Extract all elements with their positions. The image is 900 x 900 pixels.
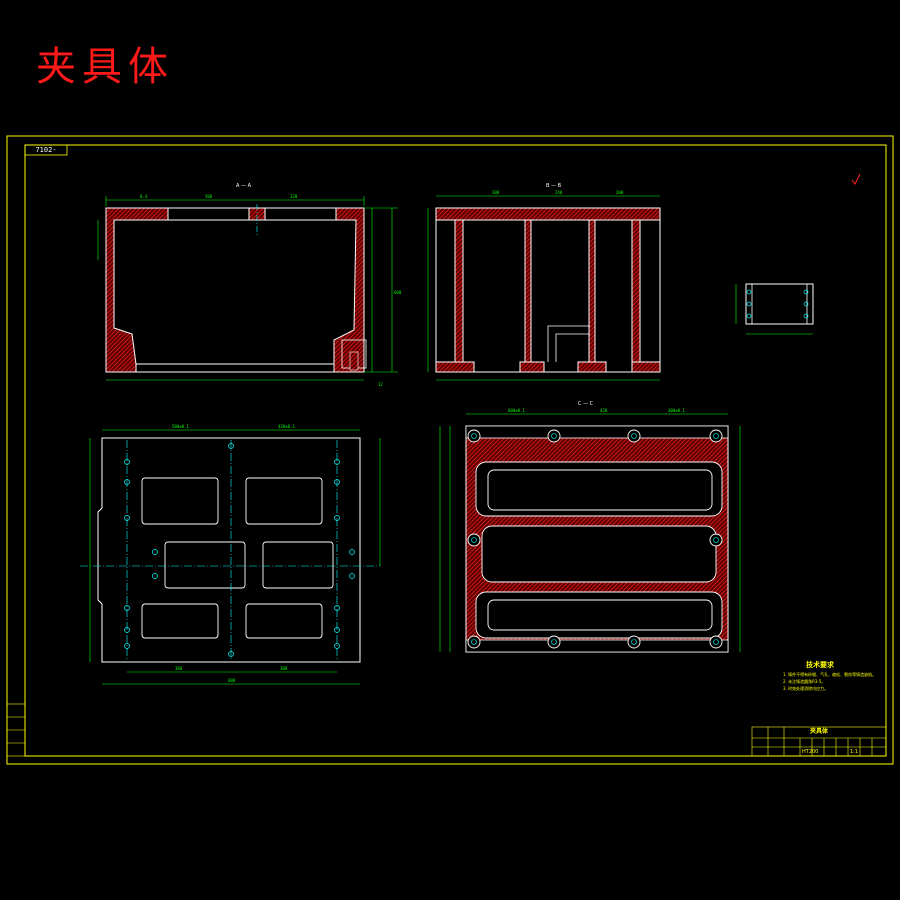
technical-note-2: 2. 未注铸造圆角R3-5。 [783, 679, 826, 684]
svg-text:300±0.1: 300±0.1 [668, 408, 685, 413]
svg-text:300: 300 [492, 190, 500, 195]
svg-text:600: 600 [228, 678, 236, 683]
section-label-a: A — A [236, 183, 252, 189]
svg-text:420: 420 [600, 408, 608, 413]
technical-note-3: 3. 时效处理消除内应力。 [783, 686, 829, 691]
section-label-b: B — B [546, 183, 562, 189]
section-label-c: C — C [578, 401, 594, 407]
title-block-scale: 1:1 [850, 749, 859, 755]
svg-text:600±0.1: 600±0.1 [508, 408, 525, 413]
section-view-b: 300 240 200 [427, 190, 661, 381]
plan-view: 500±0.1 420±0.1 300 300 600 [80, 424, 381, 685]
svg-text:200: 200 [616, 190, 624, 195]
svg-text:500: 500 [205, 194, 213, 199]
title-block-part-name: 夹具体 [810, 728, 829, 735]
title-block-material: HT200 [802, 749, 819, 755]
svg-text:240: 240 [555, 190, 563, 195]
title-block [751, 726, 887, 757]
svg-text:500±0.1: 500±0.1 [172, 424, 189, 429]
svg-text:300: 300 [175, 666, 183, 671]
svg-text:320: 320 [290, 194, 298, 199]
section-view-c: 600±0.1 420 300±0.1 [439, 408, 741, 653]
svg-text:420±0.1: 420±0.1 [278, 424, 295, 429]
technical-notes-heading: 技术要求 [806, 661, 834, 669]
svg-text:300: 300 [280, 666, 288, 671]
svg-text:12: 12 [378, 382, 383, 387]
section-view-a: 0.4 500 320 600 12 [97, 194, 402, 387]
detail-view [735, 283, 814, 335]
drawing-title: 夹具体 [36, 44, 174, 90]
revision-block [6, 703, 26, 757]
svg-text:0.4: 0.4 [140, 194, 148, 199]
svg-text:600: 600 [394, 290, 402, 295]
technical-note-1: 1. 铸件不得有砂眼、气孔、缩松、裂纹等铸造缺陷。 [783, 672, 877, 677]
roughness-check-icon [851, 173, 861, 185]
drawing-number: 7102- [35, 146, 57, 154]
drawing-frame [6, 135, 894, 765]
